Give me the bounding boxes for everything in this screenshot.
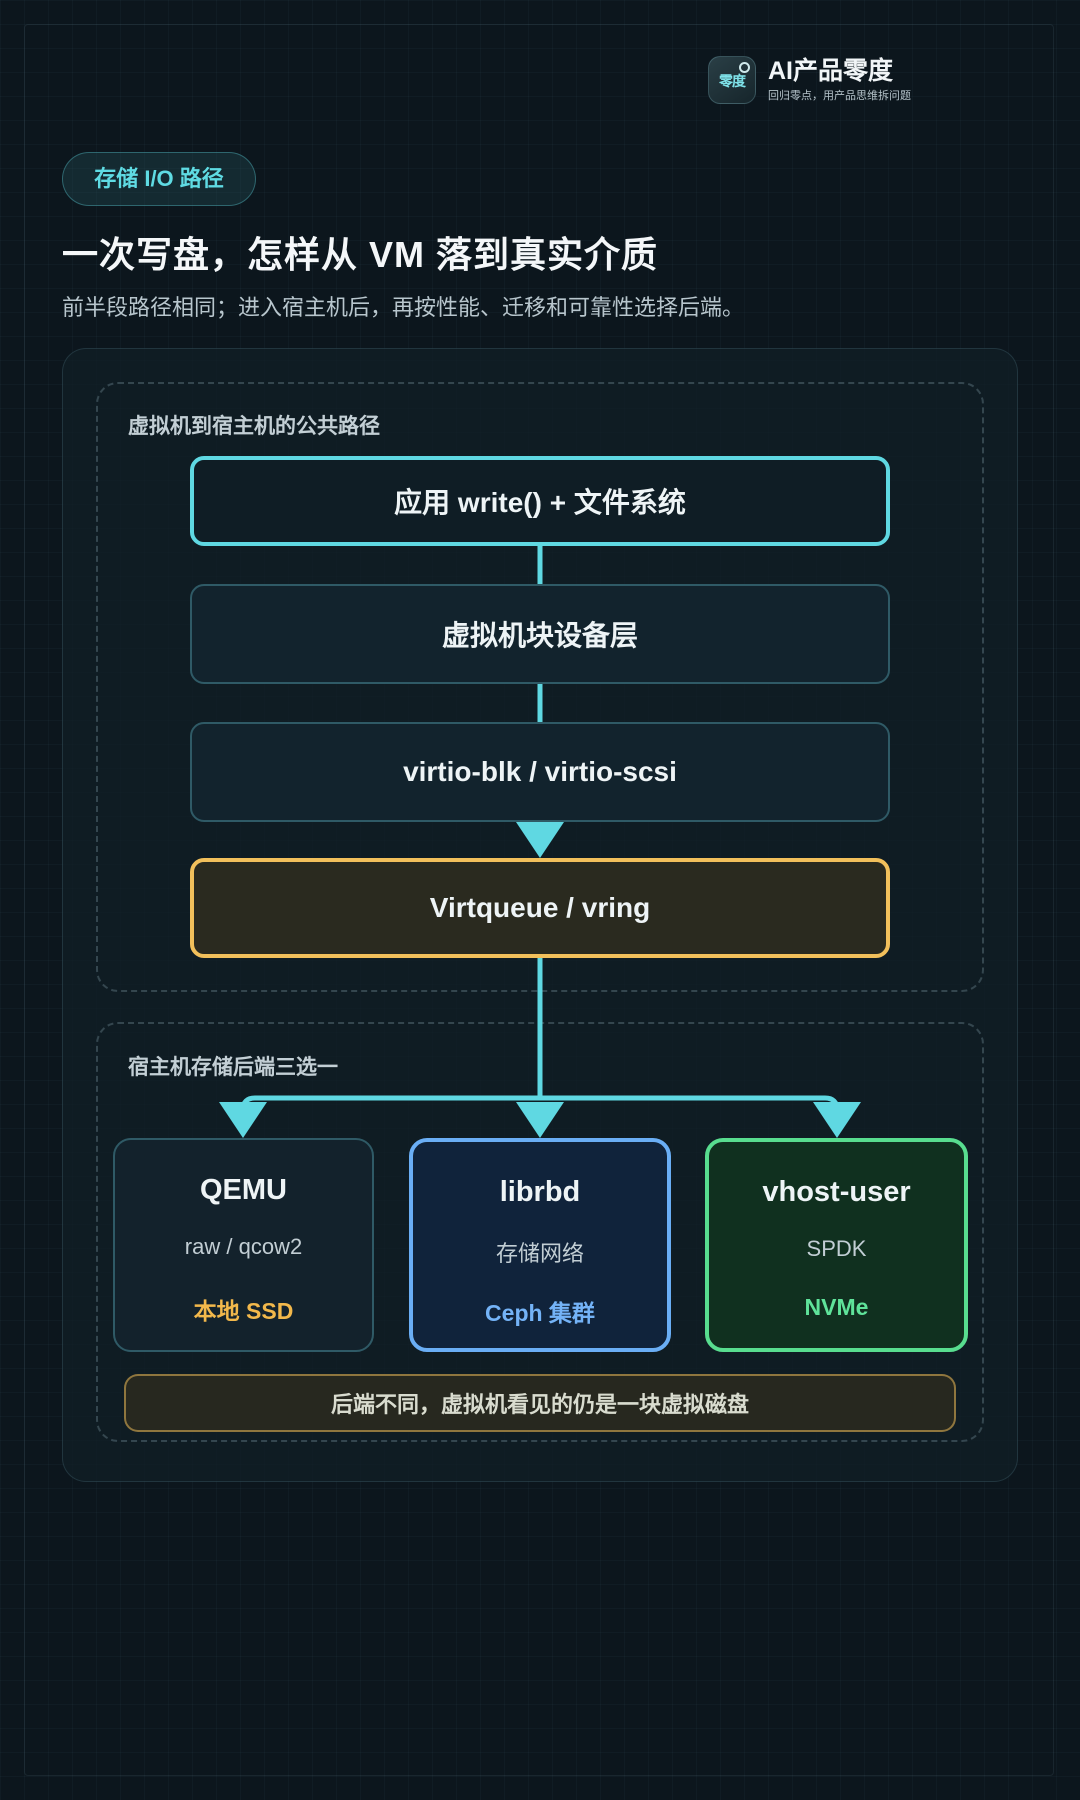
backend-name: librbd (499, 1176, 581, 1208)
arrow-down-icon (813, 1102, 861, 1138)
backend-qemu: QEMU raw / qcow2 本地 SSD (113, 1138, 374, 1352)
node-virtqueue: Virtqueue / vring (190, 858, 890, 958)
topic-tag: 存储 I/O 路径 (62, 152, 256, 206)
brand-text: AI产品零度 回归零点，用产品思维拆问题 (768, 57, 911, 103)
arrow-down-icon (516, 1102, 564, 1138)
public-path-label: 虚拟机到宿主机的公共路径 (128, 415, 380, 438)
backend-desc: 存储网络 (495, 1241, 584, 1266)
backend-name: QEMU (200, 1174, 287, 1206)
backend-librbd: librbd 存储网络 Ceph 集群 (409, 1138, 671, 1352)
page-subtitle: 前半段路径相同；进入宿主机后，再按性能、迁移和可靠性选择后端。 (62, 295, 745, 320)
backend-section-label: 宿主机存储后端三选一 (128, 1056, 338, 1079)
backend-desc: SPDK (806, 1236, 867, 1261)
backend-note: 后端不同，虚拟机看见的仍是一块虚拟磁盘 (124, 1374, 956, 1432)
node-app-write: 应用 write() + 文件系统 (190, 456, 890, 546)
node-virtio-driver: virtio-blk / virtio-scsi (190, 722, 890, 822)
arrow-down-icon (516, 822, 564, 858)
page-title: 一次写盘，怎样从 VM 落到真实介质 (62, 234, 659, 275)
backend-media: Ceph 集群 (485, 1300, 595, 1326)
ring-icon (739, 62, 750, 73)
brand-logo: 零度 (708, 56, 756, 104)
brand-logo-text: 零度 (719, 73, 746, 89)
backend-vhost-user: vhost-user SPDK NVMe (705, 1138, 968, 1352)
backend-media: NVMe (804, 1294, 869, 1320)
brand-header: 零度 AI产品零度 回归零点，用产品思维拆问题 (708, 56, 911, 104)
arrow-down-icon (219, 1102, 267, 1138)
brand-tagline: 回归零点，用产品思维拆问题 (768, 90, 911, 102)
backend-desc: raw / qcow2 (184, 1234, 303, 1259)
backend-media: 本地 SSD (193, 1298, 294, 1324)
page-frame (24, 24, 1054, 1776)
backend-name: vhost-user (762, 1176, 911, 1208)
node-block-device-layer: 虚拟机块设备层 (190, 584, 890, 684)
brand-name: AI产品零度 (768, 57, 894, 85)
